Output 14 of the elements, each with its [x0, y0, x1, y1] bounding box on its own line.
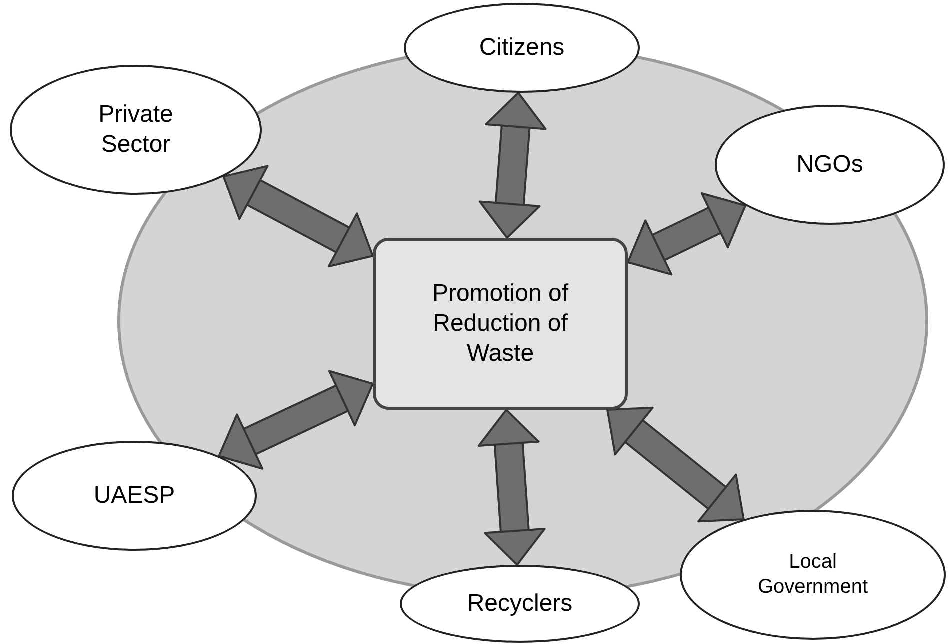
- process-box: [373, 238, 628, 410]
- double-arrow: [478, 92, 547, 239]
- node-label: Recyclers: [467, 589, 573, 619]
- node-label: NGOs: [796, 150, 864, 180]
- double-arrow: [606, 406, 745, 523]
- node-label: Local Government: [756, 550, 870, 600]
- double-arrow: [478, 409, 546, 566]
- node-label: Promotion of Reduction of Waste: [431, 279, 570, 369]
- double-arrow: [218, 370, 374, 470]
- node-label: Citizens: [479, 33, 565, 63]
- node-label: UAESP: [94, 481, 176, 511]
- double-arrow: [222, 165, 374, 268]
- node-label: Private Sector: [98, 100, 174, 160]
- double-arrow: [627, 192, 747, 276]
